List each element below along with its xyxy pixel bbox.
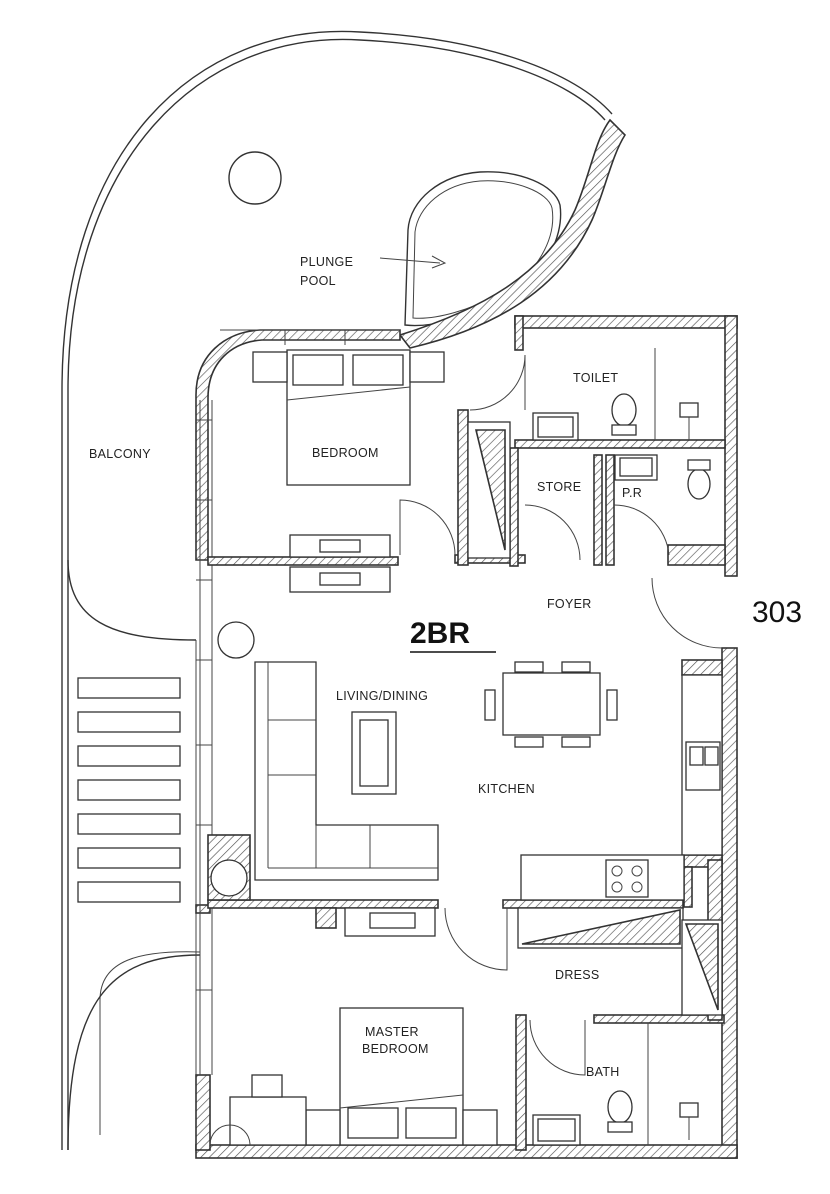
store-label: STORE: [537, 480, 581, 494]
furniture: [207, 348, 723, 1146]
bedroom-label: BEDROOM: [312, 446, 379, 460]
balcony-label: BALCONY: [89, 447, 151, 461]
outer-walls: [195, 315, 738, 1159]
kitchen-label: KITCHEN: [478, 782, 535, 796]
master-bedroom-label: MASTER: [365, 1025, 419, 1039]
powder-room-label: P.R: [622, 486, 642, 500]
balcony-loungers: [77, 677, 181, 903]
bath-label: BATH: [586, 1065, 620, 1079]
interior-walls: [207, 409, 726, 1151]
unit-number-label: 303: [752, 596, 802, 629]
living-dining-label: LIVING/DINING: [336, 689, 428, 703]
left-windows: [196, 329, 400, 1075]
dress-label: DRESS: [555, 968, 600, 982]
pool-wall: [398, 118, 627, 349]
plunge-pool-label-2: POOL: [300, 274, 336, 288]
closets: [467, 421, 723, 1016]
toilet-label: TOILET: [573, 371, 618, 385]
doors: [399, 354, 723, 1076]
foyer-label: FOYER: [547, 597, 592, 611]
balcony-outline: [61, 30, 613, 1151]
unit-type-label: 2BR: [410, 617, 470, 650]
plunge-pool-label: PLUNGE: [300, 255, 353, 269]
master-bedroom-label-2: BEDROOM: [362, 1042, 429, 1056]
